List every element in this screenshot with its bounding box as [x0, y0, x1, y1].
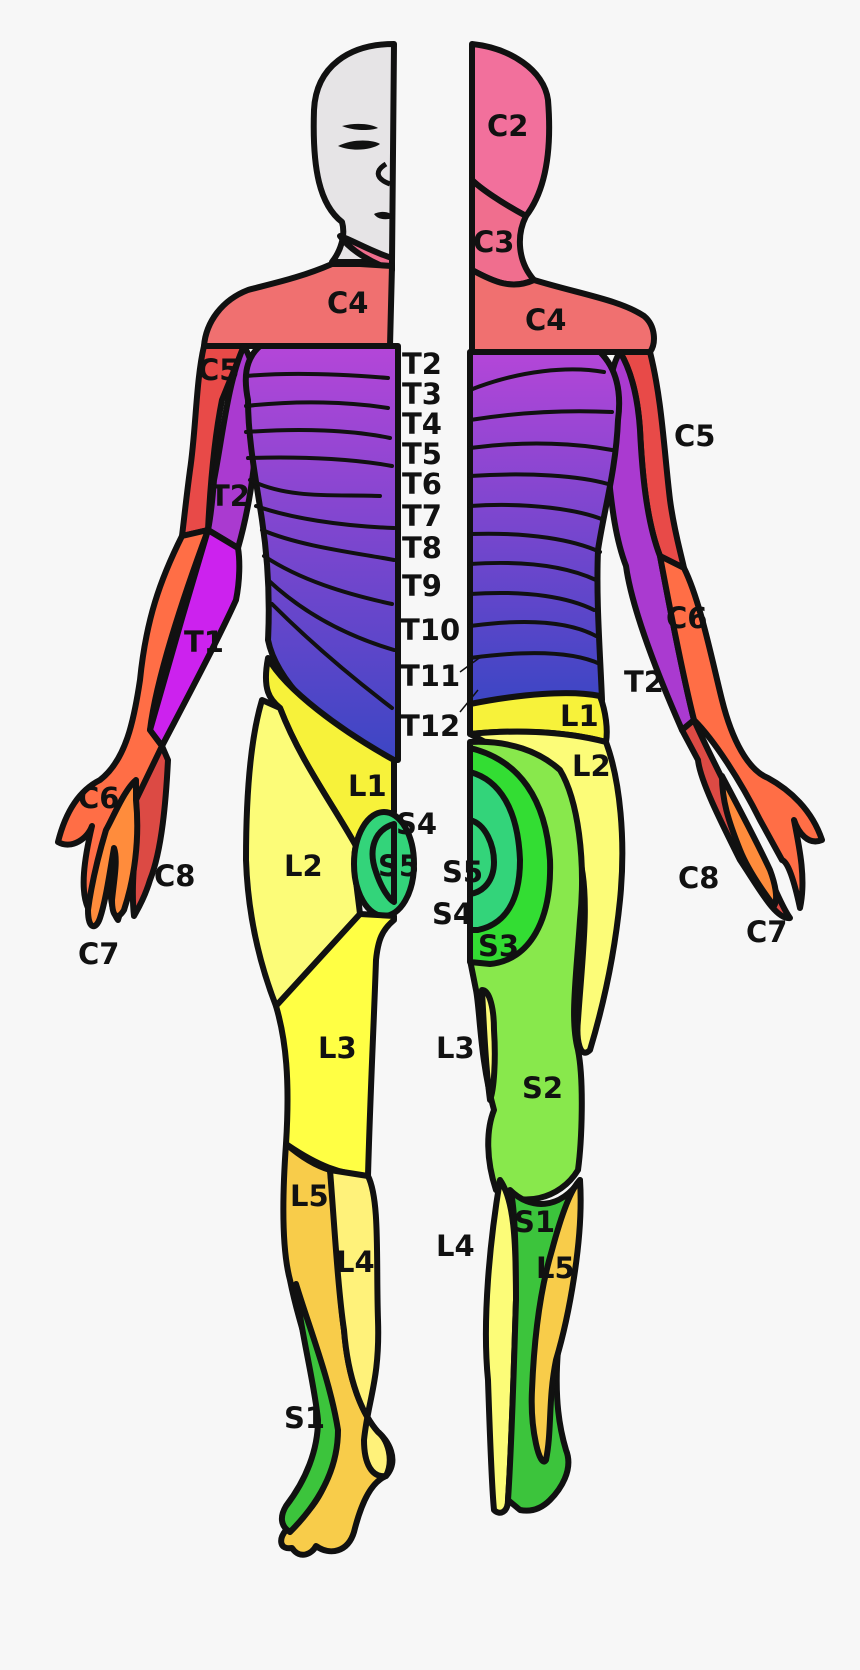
- right-label-s5: S5: [442, 855, 483, 889]
- center-labels: T2 T3 T4 T5 T6 T7 T8 T9 T10 T11 T12: [400, 347, 460, 743]
- left-label-l5: L5: [290, 1179, 329, 1213]
- right-label-l5: L5: [536, 1251, 575, 1285]
- right-label-s4: S4: [432, 897, 473, 931]
- left-head-region: [314, 44, 394, 262]
- center-label-t9: T9: [402, 569, 442, 603]
- left-label-l1: L1: [348, 769, 387, 803]
- right-thorax-region: [470, 352, 619, 704]
- left-label-c7: C7: [78, 937, 119, 971]
- left-label-c6: C6: [78, 781, 119, 815]
- center-label-t10: T10: [400, 613, 460, 647]
- right-half-body: [470, 44, 822, 1513]
- right-label-c6: C6: [666, 601, 707, 635]
- right-label-t2: T2: [624, 665, 664, 699]
- left-label-s5: S5: [378, 849, 419, 883]
- right-label-c5: C5: [674, 419, 715, 453]
- right-label-c7: C7: [746, 915, 787, 949]
- right-label-c3: C3: [473, 225, 514, 259]
- right-label-c2: C2: [487, 109, 528, 143]
- left-label-c8: C8: [154, 859, 195, 893]
- right-label-c8: C8: [678, 861, 719, 895]
- left-label-t2: T2: [210, 479, 250, 513]
- left-label-s1: S1: [284, 1401, 325, 1435]
- center-label-t12: T12: [400, 709, 460, 743]
- center-label-t4: T4: [402, 407, 442, 441]
- left-label-s4: S4: [396, 807, 437, 841]
- right-label-l1: L1: [560, 699, 599, 733]
- right-label-s2: S2: [522, 1071, 563, 1105]
- right-label-s1: S1: [514, 1205, 555, 1239]
- center-label-t5: T5: [402, 437, 442, 471]
- center-label-t3: T3: [402, 377, 442, 411]
- left-label-l2: L2: [284, 849, 323, 883]
- left-label-c5: C5: [198, 353, 239, 387]
- right-label-l3: L3: [436, 1031, 475, 1065]
- left-label-l3: L3: [318, 1031, 357, 1065]
- right-label-c4: C4: [525, 303, 566, 337]
- center-label-t6: T6: [402, 467, 442, 501]
- right-label-l2: L2: [572, 749, 611, 783]
- left-label-l4: L4: [336, 1245, 375, 1279]
- right-l3-region: [482, 990, 495, 1100]
- right-label-s3: S3: [478, 929, 519, 963]
- center-label-t7: T7: [402, 499, 442, 533]
- center-label-t11: T11: [400, 659, 460, 693]
- center-label-t2: T2: [402, 347, 442, 381]
- left-label-t1: T1: [184, 625, 224, 659]
- right-label-l4: L4: [436, 1229, 475, 1263]
- center-label-t8: T8: [402, 531, 442, 565]
- left-label-c4: C4: [327, 286, 368, 320]
